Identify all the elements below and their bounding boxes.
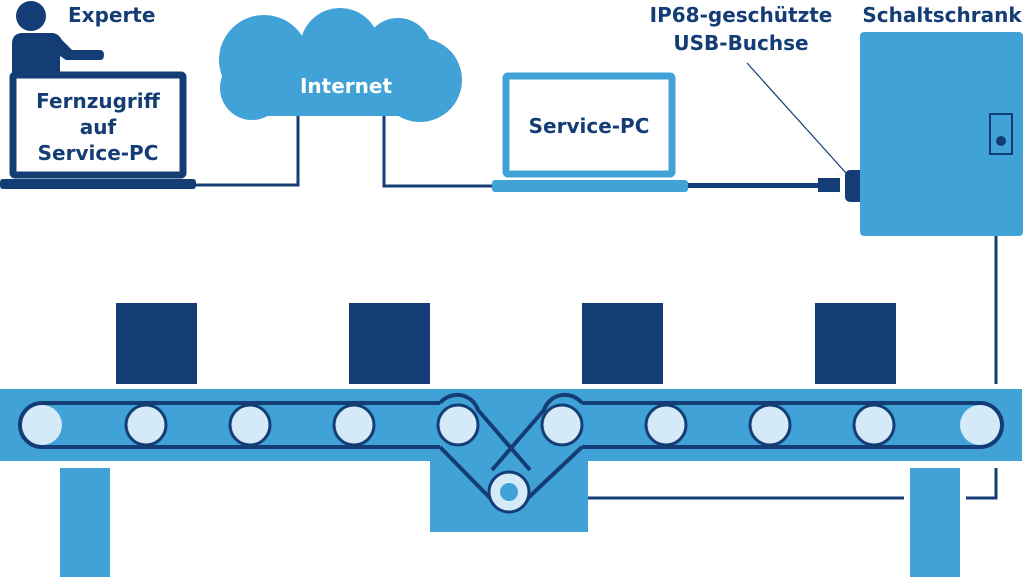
expert-person-icon bbox=[12, 1, 104, 72]
internet-label: Internet bbox=[300, 74, 392, 98]
roller-9 bbox=[852, 403, 896, 447]
conveyor-boxes bbox=[116, 303, 896, 384]
control-cabinet-icon bbox=[860, 32, 1023, 236]
box-2 bbox=[349, 303, 430, 384]
service-pc-label: Service-PC bbox=[529, 114, 650, 138]
usb-socket-label-line1: IP68-geschützte bbox=[650, 3, 833, 27]
roller-5 bbox=[436, 403, 480, 447]
expert-laptop-icon bbox=[0, 71, 196, 189]
remote-access-label-line3: Service-PC bbox=[38, 141, 159, 165]
drive-roller-icon bbox=[487, 470, 531, 514]
roller-7 bbox=[644, 403, 688, 447]
expert-label: Experte bbox=[68, 3, 155, 27]
roller-10 bbox=[960, 405, 1000, 445]
motor-cable-lower bbox=[966, 468, 998, 500]
remote-access-label-line1: Fernzugriff bbox=[36, 89, 160, 113]
service-pc-laptop-icon bbox=[492, 72, 688, 192]
roller-4 bbox=[332, 403, 376, 447]
conveyor-leg-left bbox=[60, 468, 110, 577]
box-4 bbox=[815, 303, 896, 384]
roller-2 bbox=[124, 403, 168, 447]
box-1 bbox=[116, 303, 197, 384]
roller-1 bbox=[22, 405, 62, 445]
usb-cable bbox=[688, 178, 840, 192]
internet-cloud-icon bbox=[219, 8, 462, 122]
conveyor-leg-right bbox=[910, 468, 960, 577]
network-cable bbox=[196, 110, 494, 188]
cabinet-label: Schaltschrank bbox=[862, 3, 1022, 27]
remote-access-label-line2: auf bbox=[80, 115, 117, 139]
roller-6 bbox=[540, 403, 584, 447]
usb-socket-label-line2: USB-Buchse bbox=[673, 31, 808, 55]
usb-pointer-line bbox=[746, 62, 847, 174]
conveyor-rollers bbox=[22, 403, 1000, 447]
roller-3 bbox=[228, 403, 272, 447]
roller-8 bbox=[748, 403, 792, 447]
box-3 bbox=[582, 303, 663, 384]
